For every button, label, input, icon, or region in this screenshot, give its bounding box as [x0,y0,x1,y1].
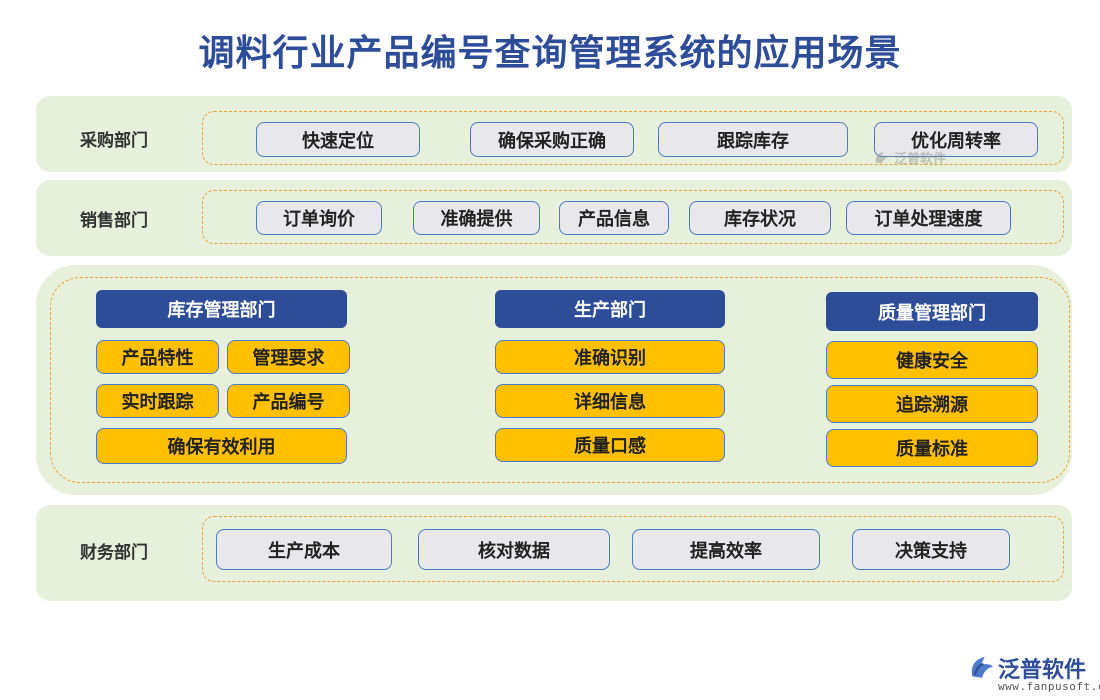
finance-item-decision[interactable]: 决策支持 [852,529,1010,570]
production-header: 生产部门 [495,290,725,328]
production-item-details[interactable]: 详细信息 [495,384,725,418]
finance-group [202,516,1064,582]
finance-item-cost[interactable]: 生产成本 [216,529,392,570]
brand-name: 泛普软件 [998,658,1087,683]
quality-header: 质量管理部门 [826,292,1038,331]
quality-item-standards[interactable]: 质量标准 [826,429,1038,467]
procurement-item-turnover[interactable]: 优化周转率 [874,122,1038,157]
sales-item-inquiry[interactable]: 订单询价 [256,201,382,235]
brand-logo: 泛普软件 www.fanpusoft.com [968,652,1100,696]
sales-group [202,190,1064,244]
sales-item-product-info[interactable]: 产品信息 [559,201,669,235]
brand-url: www.fanpusoft.com [998,680,1100,693]
procurement-item-track-stock[interactable]: 跟踪库存 [658,122,848,157]
finance-item-efficiency[interactable]: 提高效率 [632,529,820,570]
procurement-label: 采购部门 [80,131,148,151]
fanpu-logo-icon [971,656,994,678]
finance-item-verify[interactable]: 核对数据 [418,529,610,570]
sales-label: 销售部门 [80,211,148,231]
inventory-item-features[interactable]: 产品特性 [96,340,219,374]
inventory-item-product-number[interactable]: 产品编号 [227,384,350,418]
finance-label: 财务部门 [80,543,148,563]
procurement-item-locate[interactable]: 快速定位 [256,122,420,157]
procurement-group [202,111,1064,165]
inventory-item-realtime[interactable]: 实时跟踪 [96,384,219,418]
production-item-identify[interactable]: 准确识别 [495,340,725,374]
sales-item-provide[interactable]: 准确提供 [413,201,540,235]
quality-item-traceability[interactable]: 追踪溯源 [826,385,1038,423]
quality-item-safety[interactable]: 健康安全 [826,341,1038,379]
inventory-item-utilization[interactable]: 确保有效利用 [96,428,347,464]
operations-group [50,277,1070,483]
sales-item-stock-status[interactable]: 库存状况 [689,201,831,235]
procurement-item-accuracy[interactable]: 确保采购正确 [470,122,634,157]
inventory-header: 库存管理部门 [96,290,347,328]
inventory-item-requirements[interactable]: 管理要求 [227,340,350,374]
page-title: 调料行业产品编号查询管理系统的应用场景 [198,33,902,74]
watermark-text: 泛普软件 [894,152,947,167]
production-item-taste[interactable]: 质量口感 [495,428,725,462]
watermark: 泛普软件 [873,148,946,167]
sales-item-order-speed[interactable]: 订单处理速度 [846,201,1011,235]
fanpu-logo-icon [875,151,889,163]
